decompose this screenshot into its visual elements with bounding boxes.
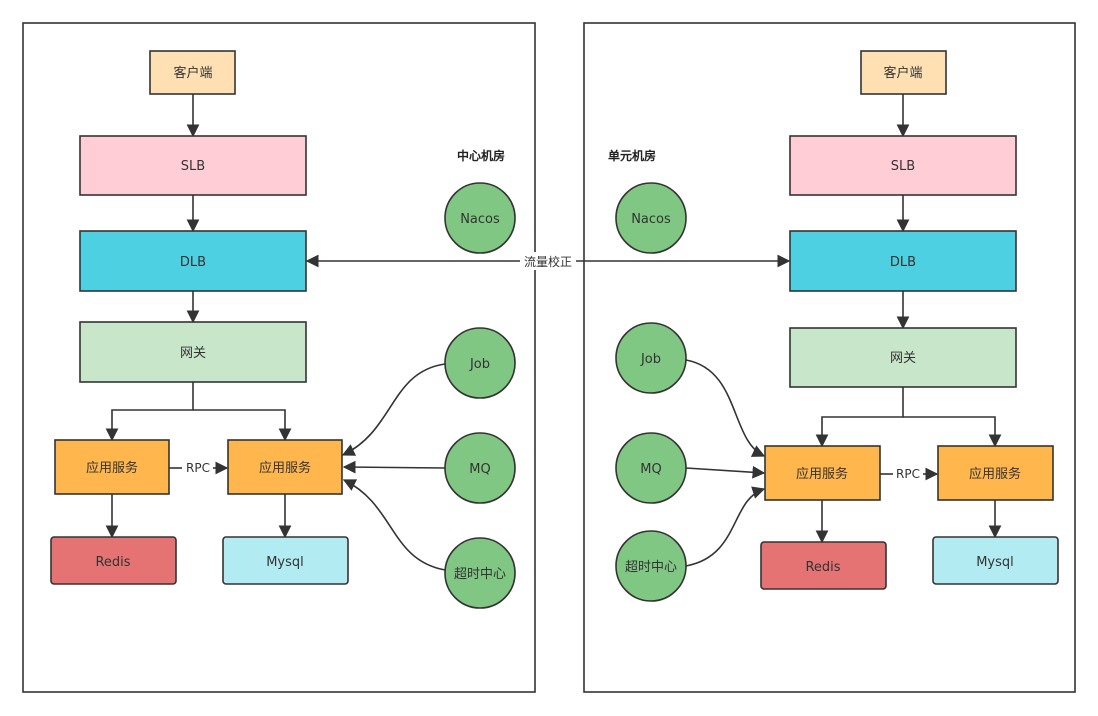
right-nacos-label: Nacos: [631, 212, 671, 227]
right-timeout-label: 超时中心: [625, 560, 677, 575]
right-slb-label: SLB: [891, 159, 915, 174]
right-service-a-box: [764, 445, 881, 501]
right-client-box: [860, 50, 947, 95]
edge-right-gateway-service-a: [815, 387, 904, 448]
left-service-b-label: 应用服务: [259, 460, 311, 476]
edge-right-mq-service-a: [685, 465, 766, 479]
left-dlb-label: DLB: [180, 255, 206, 270]
right-rpc-label: RPC: [896, 467, 920, 481]
right-mysql-label: Mysql: [976, 555, 1014, 570]
right-gateway-label: 网关: [890, 351, 916, 366]
edge-left-gateway-service-a: [105, 382, 194, 442]
right-mq-label: MQ: [640, 462, 661, 477]
right-timeout-node: [615, 530, 687, 602]
left-service-b-box: [227, 439, 343, 495]
edge-left-gateway-service-b: [193, 409, 292, 442]
edge-right-job-service-a: [685, 359, 766, 457]
left-mq-node: [444, 432, 516, 504]
right-client-label: 客户端: [883, 65, 922, 81]
traffic-correction-label-bg: [520, 252, 576, 270]
left-redis-box: [50, 536, 177, 585]
right-mq-node: [615, 432, 687, 504]
left-nacos-label: Nacos: [460, 212, 500, 227]
left-dlb-box: [79, 230, 307, 292]
right-gateway-box: [789, 327, 1017, 388]
right-service-b-box: [937, 445, 1054, 501]
left-service-a-box: [54, 439, 170, 495]
left-gateway-label: 网关: [180, 346, 206, 361]
right-datacenter-title: 单元机房: [608, 148, 656, 163]
left-mq-label: MQ: [469, 462, 490, 477]
left-service-a-label: 应用服务: [86, 460, 138, 476]
left-mysql-box: [222, 536, 349, 585]
left-slb-box: [79, 135, 307, 196]
left-gateway-box: [79, 321, 307, 383]
right-job-node: [615, 322, 687, 394]
right-dlb-box: [789, 230, 1017, 292]
left-timeout-node: [444, 537, 516, 609]
edge-right-timeout-service-a: [685, 486, 766, 567]
right-job-label: Job: [640, 352, 661, 367]
right-slb-box: [789, 135, 1017, 196]
right-nacos-node: [615, 182, 687, 254]
left-mysql-label: Mysql: [266, 555, 304, 570]
left-job-node: [444, 327, 516, 399]
left-slb-label: SLB: [181, 159, 205, 174]
right-service-a-label: 应用服务: [796, 466, 848, 482]
edge-left-mq-service-b: [342, 460, 446, 474]
traffic-correction-label: 流量校正: [524, 254, 572, 269]
right-dlb-label: DLB: [890, 255, 916, 270]
right-service-b-label: 应用服务: [969, 466, 1021, 482]
left-nacos-node: [444, 182, 516, 254]
left-client-box: [149, 50, 236, 95]
left-datacenter-title: 中心机房: [457, 148, 505, 163]
left-client-label: 客户端: [173, 65, 212, 81]
left-timeout-label: 超时中心: [454, 567, 506, 582]
edge-right-gateway-service-b: [903, 416, 1002, 448]
right-mysql-box: [932, 536, 1059, 585]
edge-left-timeout-service-b: [342, 479, 446, 571]
edge-left-job-service-b: [341, 363, 446, 456]
left-rpc-label: RPC: [186, 461, 210, 475]
right-redis-label: Redis: [805, 560, 840, 575]
right-redis-box: [760, 541, 887, 590]
left-job-label: Job: [469, 357, 490, 372]
left-redis-label: Redis: [95, 555, 130, 570]
